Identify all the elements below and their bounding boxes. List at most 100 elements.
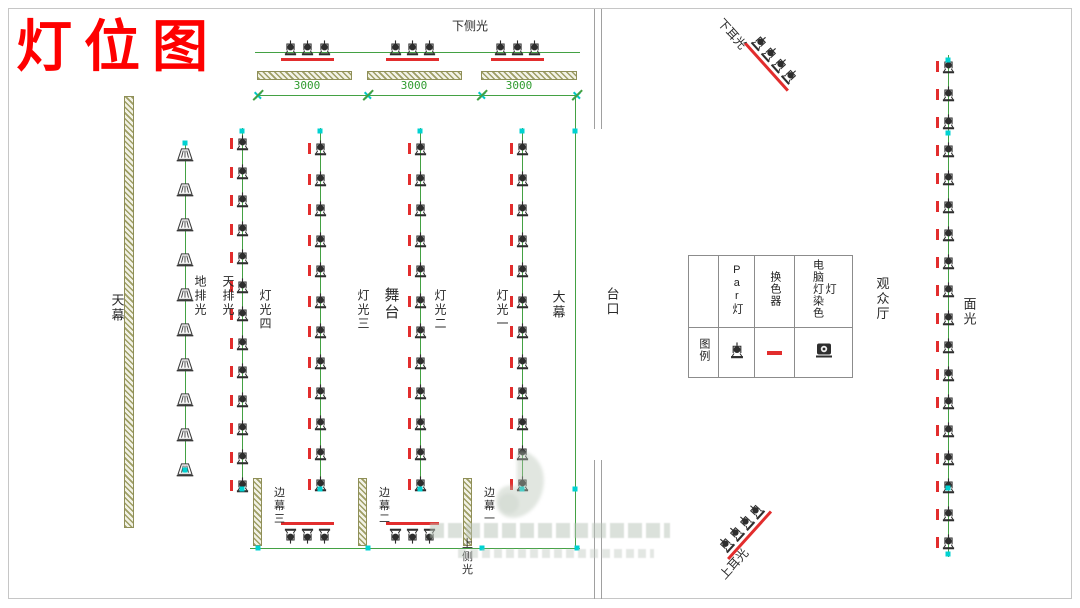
flood-light-icon bbox=[175, 148, 195, 162]
color-changer-mark bbox=[407, 295, 411, 307]
color-changer-mark bbox=[407, 356, 411, 368]
label-dengguang-yi: 灯光一 bbox=[495, 289, 509, 331]
par-light-icon bbox=[389, 39, 402, 56]
color-changer-mark bbox=[229, 451, 233, 463]
label-shangerguang: 上耳光 bbox=[716, 545, 752, 583]
node-marker bbox=[572, 486, 578, 492]
flood-light-icon bbox=[175, 183, 195, 197]
par-light-icon bbox=[413, 170, 427, 187]
par-light-icon bbox=[313, 200, 327, 217]
legend-title: 图例 bbox=[697, 338, 710, 362]
node-marker bbox=[417, 486, 423, 492]
curtain-batten bbox=[367, 71, 462, 80]
par-light-icon bbox=[515, 170, 529, 187]
legend-empty-cell bbox=[688, 255, 719, 328]
par-light-icon bbox=[515, 200, 529, 217]
color-changer-mark bbox=[386, 58, 439, 61]
par-light-icon bbox=[235, 362, 249, 379]
proscenium-wall bbox=[594, 460, 602, 599]
par-light-icon bbox=[941, 197, 955, 214]
legend-title-cell: 图例 bbox=[688, 327, 719, 378]
label-damu: 大幕 bbox=[550, 290, 566, 320]
color-changer-mark bbox=[307, 448, 311, 459]
curtain-batten bbox=[253, 478, 262, 546]
node-marker bbox=[574, 545, 580, 551]
dimension-label: 3000 bbox=[293, 79, 321, 92]
par-light-icon bbox=[515, 353, 529, 370]
par-light-icon bbox=[718, 327, 755, 378]
drawing-border bbox=[8, 8, 1072, 599]
color-changer-mark bbox=[229, 309, 233, 320]
color-changer-mark bbox=[307, 356, 311, 368]
par-light-icon bbox=[235, 334, 249, 351]
color-changer-mark bbox=[307, 478, 311, 490]
node-marker bbox=[519, 486, 525, 492]
color-changer-mark bbox=[307, 295, 311, 307]
par-light-icon bbox=[423, 39, 436, 56]
par-light-icon bbox=[528, 39, 541, 56]
node-marker bbox=[945, 57, 951, 63]
color-changer-mark bbox=[407, 265, 411, 276]
par-light-icon bbox=[313, 170, 327, 187]
color-changer-mark bbox=[509, 356, 513, 368]
color-changer-mark bbox=[407, 204, 411, 215]
par-light-icon bbox=[515, 414, 529, 431]
color-changer-mark bbox=[407, 234, 411, 246]
construction-line bbox=[255, 52, 580, 53]
xiaerguang-group bbox=[743, 32, 805, 96]
color-changer-mark bbox=[407, 417, 411, 429]
par-light-icon bbox=[313, 231, 327, 248]
color-changer-mark bbox=[229, 223, 233, 235]
par-light-icon bbox=[301, 39, 314, 56]
dimension-label: 3000 bbox=[505, 79, 533, 92]
par-light-icon bbox=[318, 528, 331, 545]
construction-line bbox=[185, 145, 186, 470]
color-changer-mark bbox=[407, 387, 411, 398]
par-light-icon bbox=[413, 292, 427, 309]
par-light-icon bbox=[511, 39, 524, 56]
label-tianpaiguang: 天排光 bbox=[221, 275, 235, 317]
color-changer-mark bbox=[307, 234, 311, 246]
page-title: 灯位图 bbox=[16, 17, 220, 79]
construction-line bbox=[522, 128, 523, 490]
par-light-icon bbox=[235, 163, 249, 180]
label-taikou: 台口 bbox=[604, 287, 620, 317]
par-light-icon bbox=[318, 39, 331, 56]
label-bianmu-yi: 边幕一 bbox=[482, 486, 495, 526]
par-light-icon bbox=[313, 139, 327, 156]
color-changer-mark bbox=[229, 195, 233, 206]
color-changer-mark bbox=[509, 417, 513, 429]
flood-light-icon bbox=[175, 358, 195, 372]
par-light-icon bbox=[413, 383, 427, 400]
node-marker bbox=[255, 545, 261, 551]
legend-computerlight-label-cell: 电脑灯染色灯 bbox=[794, 255, 853, 328]
par-light-icon bbox=[941, 365, 955, 382]
color-changer-mark bbox=[307, 265, 311, 276]
color-changer-mark bbox=[229, 166, 233, 178]
proscenium-wall bbox=[594, 9, 602, 129]
par-light-icon bbox=[413, 414, 427, 431]
label-xiaerguang: 下耳光 bbox=[714, 15, 750, 53]
par-light-icon bbox=[301, 528, 314, 545]
color-changer-mark bbox=[407, 478, 411, 490]
par-light-icon bbox=[941, 141, 955, 158]
color-changer-mark bbox=[509, 326, 513, 337]
node-marker bbox=[945, 485, 951, 491]
legend-par-label: Par灯 bbox=[730, 263, 743, 315]
color-changer-mark bbox=[229, 337, 233, 349]
color-changer-mark bbox=[229, 138, 233, 149]
color-changer-mark bbox=[229, 394, 233, 406]
color-changer-mark bbox=[229, 280, 233, 292]
curtain-batten bbox=[463, 478, 472, 546]
par-light-icon bbox=[941, 505, 955, 522]
par-light-icon bbox=[313, 444, 327, 461]
legend-table: Par灯 换色器 电脑灯染色灯 图例 bbox=[688, 255, 853, 378]
color-changer-mark bbox=[407, 326, 411, 337]
color-changer-mark bbox=[935, 285, 939, 296]
curtain-batten bbox=[358, 478, 367, 546]
color-changer-mark bbox=[407, 173, 411, 185]
node-marker bbox=[519, 128, 525, 134]
par-light-icon bbox=[941, 449, 955, 466]
label-guanzhongting: 观众厅 bbox=[874, 276, 890, 322]
par-light-icon bbox=[941, 113, 955, 130]
